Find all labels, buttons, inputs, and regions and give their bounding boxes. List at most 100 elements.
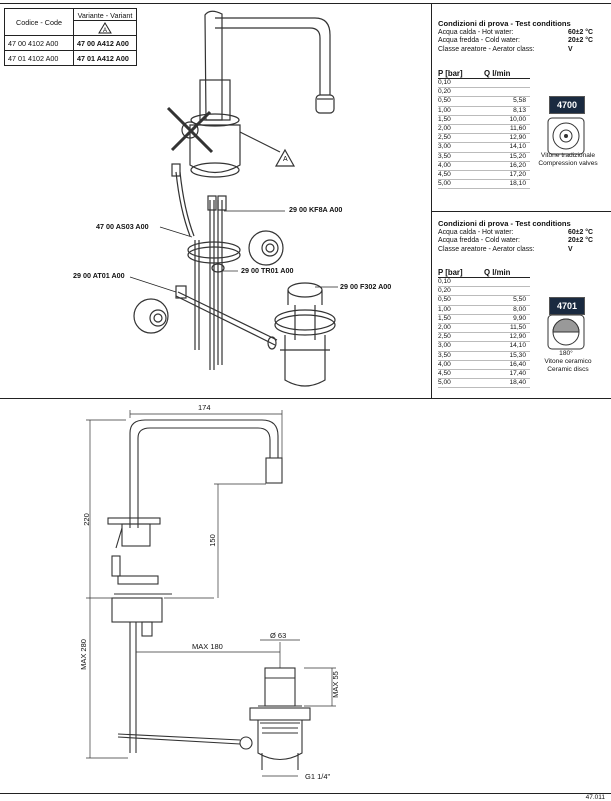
- panel-divider: [432, 211, 611, 212]
- dim-width: 174: [198, 403, 211, 412]
- pressure-cell: 2,00: [438, 323, 451, 331]
- rotation-angle: 180°: [559, 350, 573, 357]
- flow-cell: 8,00: [513, 305, 526, 313]
- pressure-cell: 3,00: [438, 143, 451, 151]
- compression-valve-icon: [547, 117, 585, 155]
- dim-max280: MAX 280: [78, 639, 88, 670]
- cold-water-label: Acqua fredda - Cold water:: [438, 37, 520, 45]
- triangle-marker: A: [103, 28, 107, 34]
- pressure-cell: 1,00: [438, 106, 451, 114]
- right-panel-divider: [431, 3, 432, 398]
- section-divider: [0, 398, 611, 399]
- valve-caption-1: Vitone tradizionale Compression valves: [538, 152, 598, 167]
- flow-cell: 10,00: [509, 115, 526, 123]
- flow-cell: 14,10: [509, 143, 526, 151]
- pressure-cell: 0,50: [438, 97, 451, 105]
- pressure-cell: 1,00: [438, 305, 451, 313]
- hot-water-label: Acqua calda - Hot water:: [438, 28, 514, 36]
- flow-cell: [478, 79, 526, 87]
- test-conditions-block-2: Condizioni di prova - Test conditions Ac…: [438, 219, 608, 254]
- hot-water-label: Acqua calda - Hot water:: [438, 228, 514, 236]
- table-row: 3,50 15,30: [438, 352, 530, 361]
- pressure-cell: 5,00: [438, 180, 451, 188]
- variant-cell: 47 01 A412 A00: [73, 50, 137, 66]
- aerator-class-value: V: [568, 45, 573, 53]
- dim-diameter: Ø 63: [270, 631, 287, 640]
- pressure-cell: 4,50: [438, 170, 451, 178]
- table-row: 4,00 16,20: [438, 162, 530, 171]
- flow-cell: 15,30: [509, 351, 526, 359]
- model-badge-4700: 4700: [549, 96, 585, 114]
- codes-header-variant-label: Variante - Variant: [74, 11, 136, 21]
- table-row: 47 00 4102 A00 47 00 A412 A00: [4, 35, 137, 51]
- flow-cell: 17,40: [509, 369, 526, 377]
- cold-water-label: Acqua fredda - Cold water:: [438, 237, 520, 245]
- flow-cell: 17,20: [509, 170, 526, 178]
- pressure-column-header: P [bar]: [438, 268, 463, 277]
- dim-height: 220: [81, 513, 91, 526]
- flow-cell: 5,58: [513, 97, 526, 105]
- pressure-cell: 0,50: [438, 296, 451, 304]
- flow-cell: 12,90: [509, 333, 526, 341]
- dimension-drawing: [86, 410, 336, 777]
- pressure-cell: 4,50: [438, 369, 451, 377]
- bottom-border: [0, 793, 611, 794]
- flow-cell: 11,60: [509, 124, 526, 132]
- pressure-cell: 0,20: [438, 287, 451, 295]
- pressure-cell: 3,50: [438, 351, 451, 359]
- pressure-cell: 4,00: [438, 360, 451, 368]
- pressure-cell: 0,20: [438, 88, 451, 96]
- pressure-cell: 2,00: [438, 124, 451, 132]
- flow-cell: 15,20: [509, 152, 526, 160]
- pressure-cell: 0,10: [438, 278, 451, 285]
- flow-column-header: Q l/min: [484, 268, 511, 277]
- table-row: 5,00 18,40: [438, 379, 530, 389]
- dim-max180: MAX 180: [192, 642, 223, 651]
- test-conditions-title: Condizioni di prova - Test conditions: [438, 19, 571, 28]
- warning-triangle-icon: A: [74, 21, 136, 34]
- flow-cell: 18,10: [509, 180, 526, 188]
- pressure-cell: 0,10: [438, 79, 451, 86]
- flow-cell: 14,10: [509, 342, 526, 350]
- flow-cell: [478, 287, 526, 295]
- page-number: 47.011: [585, 794, 605, 801]
- flow-cell: 18,40: [509, 379, 526, 387]
- codes-table: Codice - Code Variante - Variant A 47 00…: [4, 8, 137, 66]
- marker-label: A: [283, 156, 288, 163]
- table-row: 5,00 18,10: [438, 180, 530, 190]
- valve-caption-2: Vitone ceramico Ceramic discs: [544, 358, 592, 373]
- flow-cell: 16,20: [509, 161, 526, 169]
- table-row: 2,00 11,60: [438, 124, 530, 135]
- flow-column-header: Q l/min: [484, 69, 511, 78]
- aerator-class-value: V: [568, 245, 573, 253]
- table-row: 0,20: [438, 88, 530, 98]
- pressure-cell: 5,00: [438, 379, 451, 387]
- pressure-column-header: P [bar]: [438, 69, 463, 78]
- flow-table-header: P [bar] Q l/min: [438, 69, 530, 79]
- table-row: 0,10: [438, 79, 530, 89]
- flow-cell: [478, 278, 526, 286]
- table-row: 1,00 8,00: [438, 306, 530, 315]
- model-badge-4701: 4701: [549, 297, 585, 315]
- cold-water-value: 20±2 °C: [568, 237, 593, 245]
- flow-cell: 12,90: [509, 134, 526, 142]
- pressure-cell: 4,00: [438, 161, 451, 169]
- exploded-view-drawing: [129, 10, 338, 387]
- part-label-tr01: 29 00 TR01 A00: [241, 266, 294, 275]
- aerator-class-label: Classe areatore - Aerator class:: [438, 245, 535, 253]
- aerator-class-label: Classe areatore - Aerator class:: [438, 45, 535, 53]
- table-row: 0,20: [438, 287, 530, 297]
- table-row: 47 01 4102 A00 47 01 A412 A00: [4, 50, 137, 66]
- flow-cell: 9,90: [513, 314, 526, 322]
- test-conditions-title: Condizioni di prova - Test conditions: [438, 219, 571, 228]
